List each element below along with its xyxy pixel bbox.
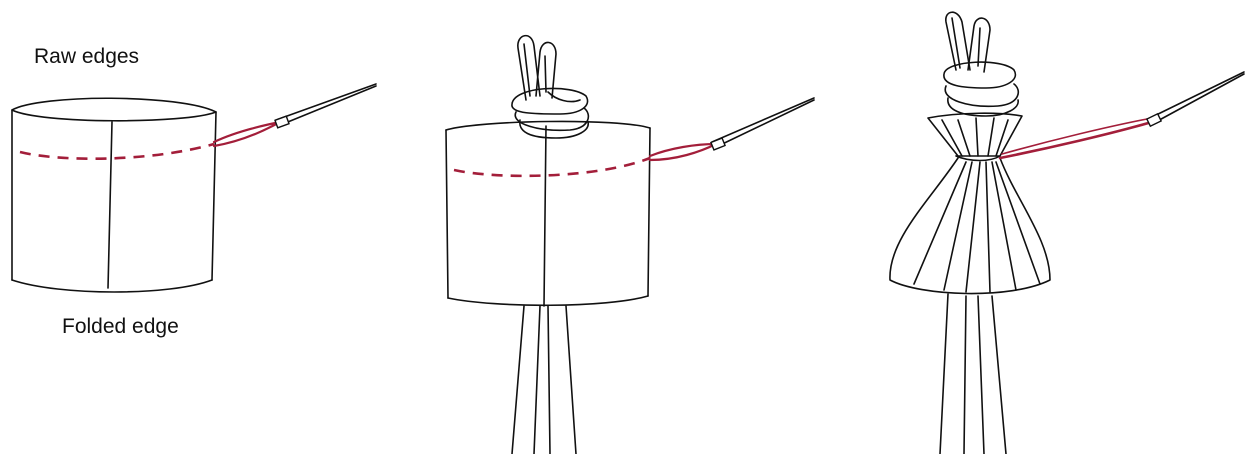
tube-right-side	[211, 111, 217, 281]
running-stitch-line	[19, 142, 215, 160]
tube-top-rim	[11, 97, 217, 122]
strand-loop-inner	[523, 43, 547, 97]
thread-loop	[212, 120, 281, 148]
strand-loop-right	[967, 17, 991, 73]
hanging-strands	[511, 305, 577, 454]
gathered-ruffle	[927, 112, 1023, 157]
gather-band	[955, 155, 1001, 162]
running-stitch-line	[453, 156, 651, 178]
strand-loop-left	[945, 11, 971, 71]
needle-icon	[1145, 71, 1245, 128]
thread-loop	[648, 142, 717, 162]
tube-bottom-fold	[11, 279, 213, 293]
step-1-fabric-tube	[11, 83, 377, 293]
knot	[943, 61, 1020, 117]
label-raw-edges: Raw edges	[34, 45, 140, 68]
tube-left-side	[445, 129, 449, 299]
hanging-strands	[939, 293, 1007, 454]
needle-icon	[710, 97, 815, 151]
strand-loop-inner	[951, 17, 981, 69]
strand-loop-right	[535, 41, 557, 99]
step-2-tube-over-knot	[445, 34, 815, 454]
step-3-gathered-tassel	[889, 11, 1245, 454]
knot	[511, 87, 590, 139]
tube-bottom-fold	[447, 295, 649, 307]
tube-right-side	[647, 127, 651, 297]
tube-center-seam	[543, 125, 547, 307]
tube-top-rim	[445, 120, 651, 131]
gather-thread	[998, 120, 1154, 160]
needle-icon	[274, 83, 377, 129]
tassel-skirt	[889, 157, 1051, 295]
strand-loop-left	[517, 34, 541, 101]
tube-center-seam	[107, 121, 113, 289]
label-folded-edge: Folded edge	[62, 315, 179, 338]
